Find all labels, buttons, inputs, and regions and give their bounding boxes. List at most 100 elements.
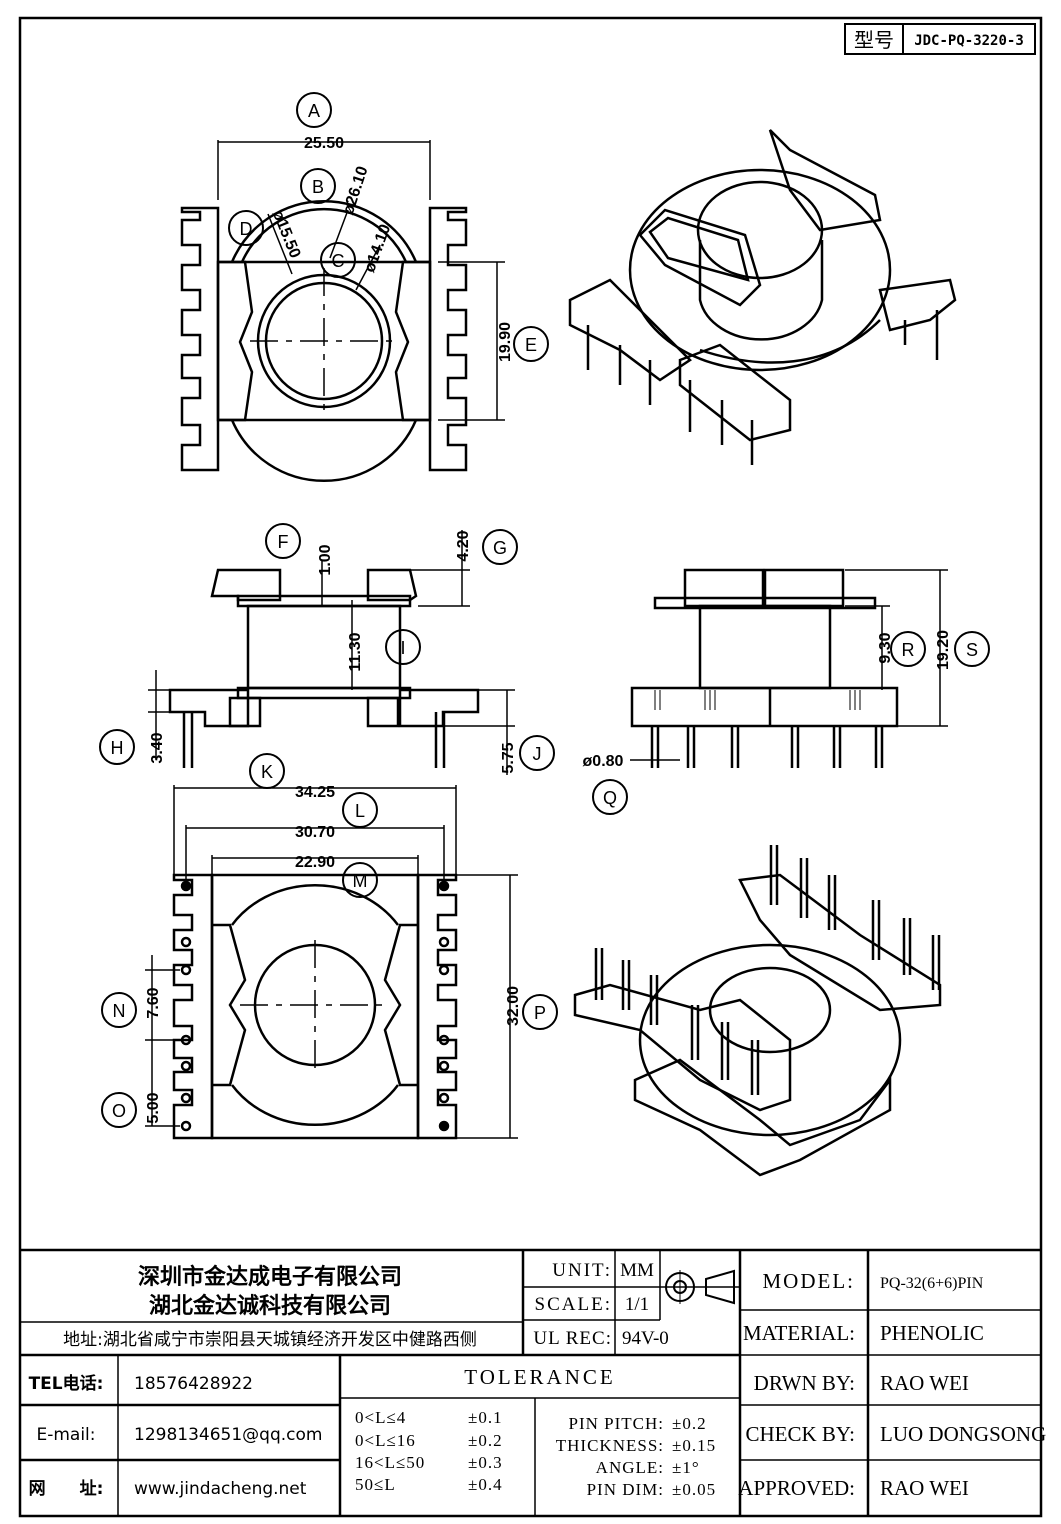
- balloon-e: [513, 326, 549, 362]
- company-name-2: 湖北金达诚科技有限公司: [149, 1293, 391, 1319]
- isometric-view-top: [568, 129, 957, 465]
- balloon-k: [249, 753, 285, 789]
- tol-value-3: ±0.3: [468, 1453, 503, 1472]
- isometric-view-bottom: [573, 845, 942, 1177]
- balloon-k-letter: K: [261, 762, 273, 782]
- balloon-b-letter: B: [312, 177, 324, 197]
- drawn-label: DRWN BY:: [754, 1371, 855, 1395]
- balloon-l-letter: L: [355, 801, 365, 821]
- balloon-m-letter: M: [353, 871, 368, 891]
- tol-range-4: 50≤L: [355, 1475, 396, 1494]
- material-value: PHENOLIC: [880, 1321, 984, 1345]
- web-value: www.jindacheng.net: [134, 1479, 307, 1499]
- model-code-label: 型号: [854, 28, 894, 52]
- dim-r-value: 9.30: [877, 632, 894, 663]
- email-value: 1298134651@qq.com: [134, 1425, 322, 1445]
- web-label: 网 址:: [29, 1479, 104, 1499]
- dim-f-value: 1.00: [317, 544, 334, 575]
- dim-k-value: 34.25: [295, 784, 335, 801]
- dim-e-value: 19.90: [497, 322, 514, 362]
- dim-g-value: 4.20: [455, 530, 472, 561]
- balloon-i-letter: I: [400, 638, 405, 658]
- ulrec-value: 94V-0: [622, 1328, 669, 1349]
- title-block: [20, 1248, 1041, 1516]
- side-view: [630, 568, 948, 768]
- balloon-e-letter: E: [525, 335, 537, 355]
- ulrec-label: UL REC:: [533, 1328, 612, 1349]
- dim-h-value: 3.40: [149, 732, 166, 763]
- model-label: MODEL:: [763, 1269, 856, 1293]
- tel-label: TEL电话:: [29, 1373, 104, 1394]
- tol-val-pitch: ±0.2: [672, 1414, 707, 1433]
- dim-d-value: ø15.50: [269, 208, 303, 261]
- model-code-value: JDC-PQ-3220-3: [914, 33, 1024, 49]
- dim-c-value: ø14.10: [361, 222, 394, 275]
- balloon-a-letter: A: [308, 101, 320, 121]
- approved-value: RAO WEI: [880, 1476, 969, 1500]
- balloon-g-letter: G: [493, 538, 507, 558]
- tolerance-title: TOLERANCE: [464, 1365, 615, 1389]
- check-value: LUO DONGSONG: [880, 1422, 1046, 1446]
- balloon-p-letter: P: [534, 1003, 546, 1023]
- balloon-f-letter: F: [278, 532, 289, 552]
- dim-q-value: ø0.80: [583, 753, 624, 770]
- balloon-s-letter: S: [966, 640, 978, 660]
- check-label: CHECK BY:: [745, 1422, 855, 1446]
- tol-value-4: ±0.4: [468, 1475, 503, 1494]
- balloon-o-letter: O: [112, 1101, 126, 1121]
- balloon-m: [342, 862, 378, 898]
- balloon-o: [101, 1092, 137, 1128]
- tol-range-1: 0<L≤4: [355, 1408, 406, 1427]
- balloon-q: [592, 779, 628, 815]
- balloon-h: [99, 729, 135, 765]
- approved-label: APPROVED:: [738, 1476, 855, 1500]
- balloon-h-letter: H: [111, 738, 124, 758]
- dim-i-value: 11.30: [347, 632, 364, 671]
- dim-j-value: 5.75: [500, 742, 517, 773]
- dim-b-value: ø26.10: [340, 164, 372, 217]
- balloon-i: [385, 629, 421, 665]
- dim-n-value: 7.60: [145, 987, 162, 1018]
- tol-val-angle: ±1°: [672, 1458, 700, 1477]
- model-code-box: 型号 JDC-PQ-3220-3: [844, 23, 1036, 55]
- balloon-g: [482, 529, 518, 565]
- balloon-n: [101, 992, 137, 1028]
- balloon-a: [296, 92, 332, 128]
- balloon-j: [519, 735, 555, 771]
- unit-value: MM: [620, 1260, 654, 1281]
- bottom-view: [145, 785, 518, 1140]
- balloon-n-letter: N: [113, 1001, 126, 1021]
- company-name-1: 深圳市金达成电子有限公司: [138, 1264, 402, 1290]
- material-label: MATERIAL:: [743, 1321, 855, 1345]
- balloon-j-letter: J: [533, 744, 542, 764]
- dim-o-value: 5.00: [145, 1092, 162, 1123]
- balloon-c: [320, 242, 356, 278]
- balloon-s: [954, 631, 990, 667]
- balloon-d: [228, 210, 264, 246]
- dim-s-value: 19.20: [935, 630, 952, 670]
- tol-value-1: ±0.1: [468, 1408, 503, 1427]
- balloon-b: [300, 168, 336, 204]
- balloon-f: [265, 523, 301, 559]
- email-label: E-mail:: [36, 1425, 95, 1445]
- tol-name-pindim: PIN DIM:: [587, 1480, 664, 1499]
- dim-p-value: 32.00: [505, 986, 522, 1026]
- tol-name-thickness: THICKNESS:: [556, 1436, 664, 1455]
- scale-value: 1/1: [625, 1294, 649, 1315]
- tol-name-pitch: PIN PITCH:: [569, 1414, 664, 1433]
- tol-range-2: 0<L≤16: [355, 1431, 416, 1450]
- balloon-r: [890, 631, 926, 667]
- balloon-c-letter: C: [332, 251, 345, 271]
- tol-name-angle: ANGLE:: [596, 1458, 664, 1477]
- tol-value-2: ±0.2: [468, 1431, 503, 1450]
- dim-m-value: 22.90: [295, 854, 335, 871]
- company-address: 地址:湖北省咸宁市崇阳县天城镇经济开发区中健路西侧: [63, 1330, 477, 1350]
- tel-value: 18576428922: [134, 1374, 253, 1394]
- tol-range-3: 16<L≤50: [355, 1453, 425, 1472]
- unit-label: UNIT:: [552, 1260, 612, 1281]
- top-view: [180, 140, 505, 482]
- scale-label: SCALE:: [535, 1294, 612, 1315]
- balloon-r-letter: R: [902, 640, 915, 660]
- dim-l-value: 30.70: [295, 824, 335, 841]
